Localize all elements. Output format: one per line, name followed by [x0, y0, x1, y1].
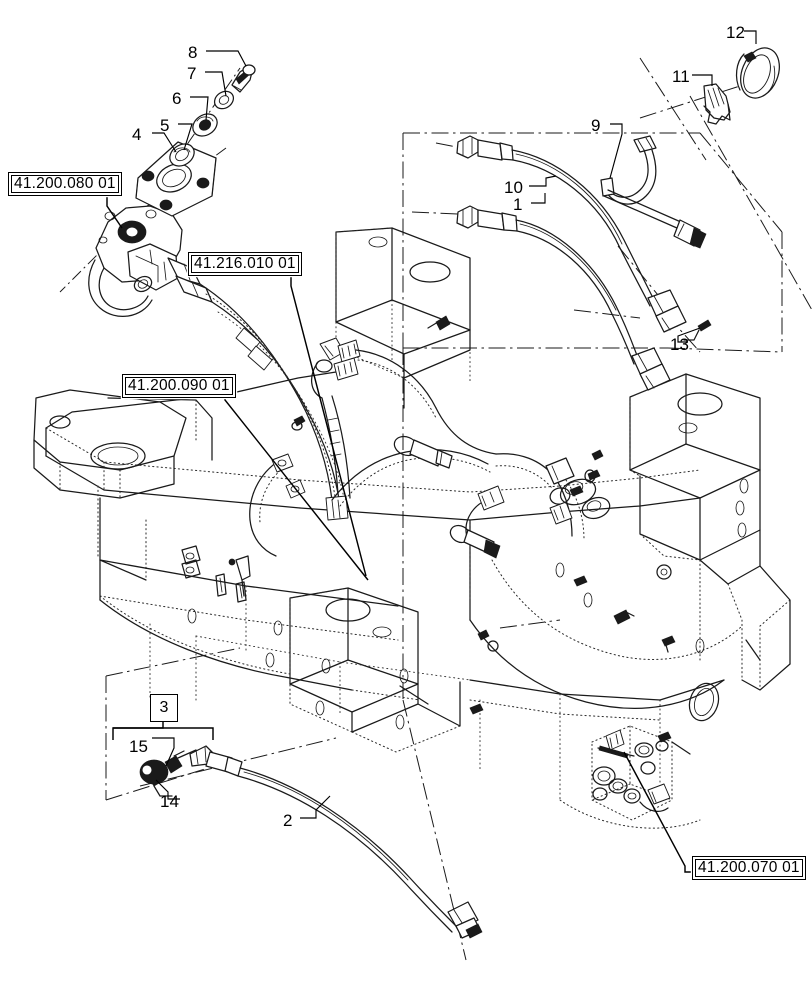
part-8-bolt	[231, 64, 256, 93]
hydraulic-pump-assembly	[88, 205, 349, 521]
part-10-hose-upper	[456, 135, 687, 333]
item-callout-12[interactable]: 12	[726, 23, 745, 42]
reference-callout-41-216-010-01[interactable]: 41.216.010 01	[188, 252, 302, 276]
frame-left-lug	[33, 389, 187, 581]
part-5-washer	[169, 143, 195, 167]
frame-tower-lower-center	[289, 587, 461, 753]
part-2-hose-long	[189, 745, 483, 939]
exploded-hose-lower-left	[112, 694, 483, 939]
hose-clamps-on-frame	[271, 315, 451, 499]
reference-callout-41-200-090-01[interactable]: 41.200.090 01	[122, 374, 236, 398]
item-callout-13[interactable]: 13	[670, 335, 689, 354]
mounted-hose-routing	[249, 315, 676, 715]
frame-bolts	[469, 449, 676, 715]
item-callout-1[interactable]: 1	[513, 195, 523, 214]
frame-lower-right-extension	[469, 679, 725, 801]
part-4-mounting-flange	[135, 141, 217, 217]
frame-main-rail-lower	[99, 559, 471, 730]
manifold-fittings-upper	[311, 337, 361, 399]
part-7-washer-small	[213, 90, 235, 110]
item-callout-4[interactable]: 4	[132, 125, 142, 144]
item-callout-9[interactable]: 9	[591, 116, 601, 135]
item-callout-11[interactable]: 11	[672, 67, 690, 86]
machine-frame-assembly	[33, 227, 791, 801]
valve-block-assembly	[559, 725, 701, 829]
part-15-adapter	[139, 749, 197, 785]
flange-hardware-stack	[135, 64, 256, 217]
item-callout-5[interactable]: 5	[160, 116, 170, 135]
part-6-lock-washer	[192, 113, 218, 137]
exploded-hoses-upper-right	[456, 47, 780, 391]
item-callout-7[interactable]: 7	[187, 64, 197, 83]
item-callout-2[interactable]: 2	[283, 811, 293, 830]
frame-belly-panel-left	[99, 595, 421, 701]
inline-coupler	[393, 435, 453, 469]
item-callout-14[interactable]: 14	[160, 792, 179, 811]
item-callout-15[interactable]: 15	[129, 737, 148, 756]
reference-callout-41-200-080-01[interactable]: 41.200.080 01	[8, 172, 122, 196]
part-1-hose-lower	[456, 205, 671, 391]
item-callout-10[interactable]: 10	[504, 178, 523, 197]
leader-lines	[101, 30, 757, 873]
item-callout-6[interactable]: 6	[172, 89, 182, 108]
part-9-tube-elbow	[600, 135, 707, 249]
part-13-bolt-small	[683, 319, 712, 341]
item-group-box-3[interactable]: 3	[150, 694, 178, 722]
elbow-fitting-right	[545, 457, 575, 525]
frame-tower-rear-right	[629, 373, 791, 691]
part-11-clamp-bracket	[703, 83, 731, 125]
reference-callout-41-200-070-01[interactable]: 41.200.070 01	[692, 856, 806, 880]
frame-small-tabs	[181, 545, 251, 603]
item-callout-8[interactable]: 8	[188, 43, 198, 62]
part-12-clamp-ring	[735, 47, 780, 99]
hose-clamp-mid	[449, 485, 505, 559]
